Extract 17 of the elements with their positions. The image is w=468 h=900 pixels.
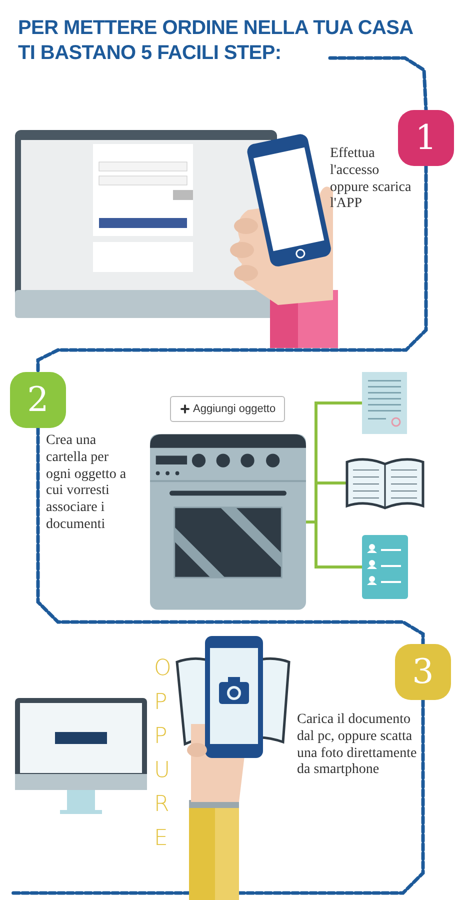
dashed-path-line — [328, 56, 428, 112]
dashed-path-line — [10, 698, 425, 895]
oven-drawing — [150, 432, 306, 612]
add-object-button: Aggiungi oggetto — [170, 396, 285, 422]
step-number-badge: 3 — [395, 644, 451, 700]
dashed-path-line — [36, 164, 428, 374]
connector-line — [304, 520, 364, 568]
step-number-badge: 1 — [398, 110, 454, 166]
vertical-label: OPPURE — [154, 655, 172, 854]
step-description: Crea una cartella per ogni oggetto a cui vorresti associare i documenti — [46, 433, 128, 534]
step-number-badge: 2 — [10, 372, 66, 428]
title: PER METTERE ORDINE NELLA TUA CASA TI BASTANO 5 FACILI STEP: — [18, 16, 413, 66]
step-description: Carica il documento dal pc, oppure scatta una foto direttamente da smartphone — [297, 712, 418, 780]
document-icon — [362, 372, 407, 434]
open-book-icon — [345, 456, 425, 510]
dashed-path-line — [36, 426, 425, 646]
contact-card-icon — [362, 535, 408, 599]
